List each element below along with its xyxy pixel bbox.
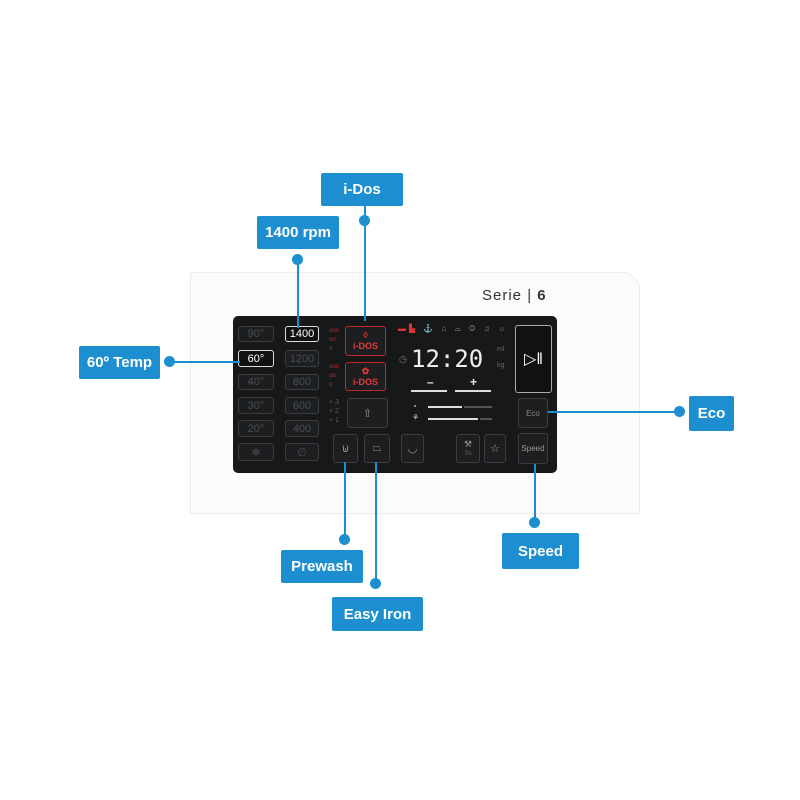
favorite-button[interactable]: ☆ (484, 434, 506, 463)
play-pause-icon: ▷‖ (524, 351, 543, 368)
unit-ml: ml (497, 346, 505, 353)
prewash-callout-dot (339, 534, 350, 545)
plus-button[interactable]: + (470, 375, 478, 389)
snowflake-icon: ❄ (251, 446, 261, 459)
eco-button[interactable]: Eco (518, 398, 548, 428)
star-icon: ☆ (490, 443, 500, 455)
temp-30-button[interactable]: 30° (238, 397, 274, 414)
iron-icon: ⏢ (372, 442, 382, 454)
eco-level-bar (428, 418, 478, 420)
brand-logo: Serie | 6 (482, 287, 547, 304)
rinse-levels: + 3+ 2+ 1 (329, 399, 339, 424)
idos-softener-button[interactable]: ✿i-DOS (345, 362, 386, 391)
speed-callout-dot (529, 517, 540, 528)
speed-level-bar-empty (464, 406, 492, 408)
idos-callout-line (364, 205, 366, 321)
eco-callout-line (548, 411, 683, 413)
prewash-callout-line (344, 462, 346, 540)
temp-callout: 60º Temp (79, 346, 160, 379)
eco-callout-dot (674, 406, 685, 417)
temp-20-button[interactable]: 20° (238, 420, 274, 437)
control-panel (233, 316, 557, 473)
prewash-icon: ⊍ (341, 443, 350, 455)
spin-1400-button[interactable]: 1400 (285, 326, 319, 342)
easy-iron-button[interactable]: ⏢ (364, 434, 390, 463)
prewash-callout: Prewash (281, 550, 363, 583)
eco-level-bar-empty (480, 418, 492, 420)
cold-snowflake-button[interactable]: ❄ (238, 443, 274, 461)
status-icons-row: ▬▙ ⚓ ⌂ ⌓ ◎ ♫ ☼ (398, 324, 509, 333)
idos-callout: i-Dos (321, 173, 403, 206)
speed-callout-line (534, 464, 536, 524)
unit-kg: kg (497, 362, 505, 369)
plus-underline (455, 390, 491, 392)
spin-600-button[interactable]: 600 (285, 397, 319, 414)
rinse-icon: ⇧ (362, 407, 373, 420)
extra-rinse-button[interactable]: ⇧ (347, 398, 388, 428)
clock-icon: ◷ (399, 354, 407, 364)
eco-callout: Eco (689, 396, 734, 431)
speed-button[interactable]: Speed (518, 433, 548, 464)
easy-iron-callout-line (375, 462, 377, 584)
temp-callout-dot (164, 356, 175, 367)
time-saving-icon: ◔ (412, 402, 417, 411)
prewash-button[interactable]: ⊍ (333, 434, 358, 463)
rpm-callout-line (297, 255, 299, 328)
spin-800-button[interactable]: 800 (285, 374, 319, 390)
settings-lock-button[interactable]: ⚒3s (456, 434, 480, 463)
idos-callout-dot (359, 215, 370, 226)
no-spin-icon: ∅ (297, 446, 307, 459)
basin-button[interactable]: ◡ (401, 434, 424, 463)
energy-icon: ⚘ (412, 413, 420, 422)
rpm-callout-dot (292, 254, 303, 265)
minus-underline (411, 390, 447, 392)
idos-liquid-button[interactable]: ◊i-DOS (345, 326, 386, 356)
basin-icon: ◡ (407, 443, 418, 455)
easy-iron-callout-dot (370, 578, 381, 589)
temp-40-button[interactable]: 40° (238, 374, 274, 390)
temp-90-button[interactable]: 90° (238, 326, 274, 342)
rpm-callout: 1400 rpm (257, 216, 339, 249)
time-display: 12:20 (411, 345, 484, 373)
no-spin-button[interactable]: ∅ (285, 443, 319, 461)
easy-iron-callout: Easy Iron (332, 597, 423, 631)
program-status-icons: ▬▙ (398, 324, 419, 333)
temp-callout-line (170, 361, 240, 363)
flower-icon: ✿ (361, 365, 370, 376)
temp-60-button[interactable]: 60° (238, 350, 274, 367)
minus-button[interactable]: – (427, 375, 434, 389)
start-pause-button[interactable]: ▷‖ (515, 325, 552, 393)
spin-1200-button[interactable]: 1200 (285, 350, 319, 367)
drop-icon: ◊ (363, 330, 368, 340)
speed-level-bar (428, 406, 462, 408)
wrench-icon: ⚒ (463, 438, 473, 449)
spin-400-button[interactable]: 400 (285, 420, 319, 437)
speed-callout: Speed (502, 533, 579, 569)
